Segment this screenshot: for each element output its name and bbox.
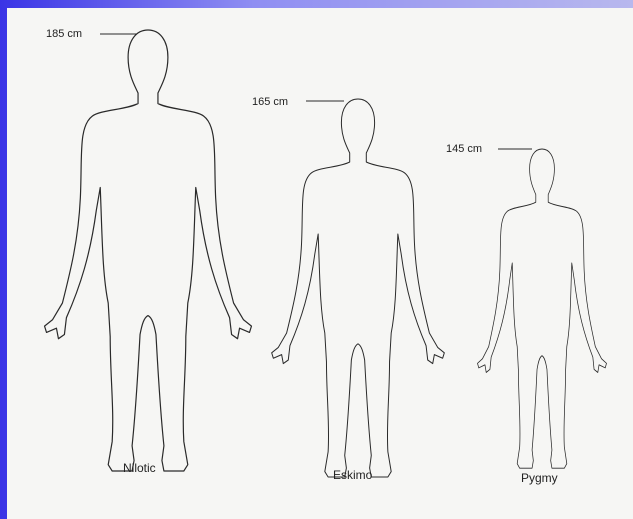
- figure-eskimo: 165 cm Eskimo: [252, 96, 444, 482]
- figure-pygmy: 145 cm Pygmy: [446, 143, 606, 485]
- eskimo-body-outline: [272, 99, 445, 477]
- pygmy-body-outline: [478, 149, 607, 468]
- name-label-nilotic: Nilotic: [123, 461, 156, 475]
- name-label-eskimo: Eskimo: [333, 468, 373, 482]
- nilotic-body-outline: [45, 30, 252, 471]
- height-label-pygmy: 145 cm: [446, 143, 482, 155]
- height-label-eskimo: 165 cm: [252, 96, 288, 108]
- height-label-nilotic: 185 cm: [46, 28, 82, 40]
- name-label-pygmy: Pygmy: [521, 471, 558, 485]
- figure-nilotic: 185 cm Nilotic: [45, 28, 252, 475]
